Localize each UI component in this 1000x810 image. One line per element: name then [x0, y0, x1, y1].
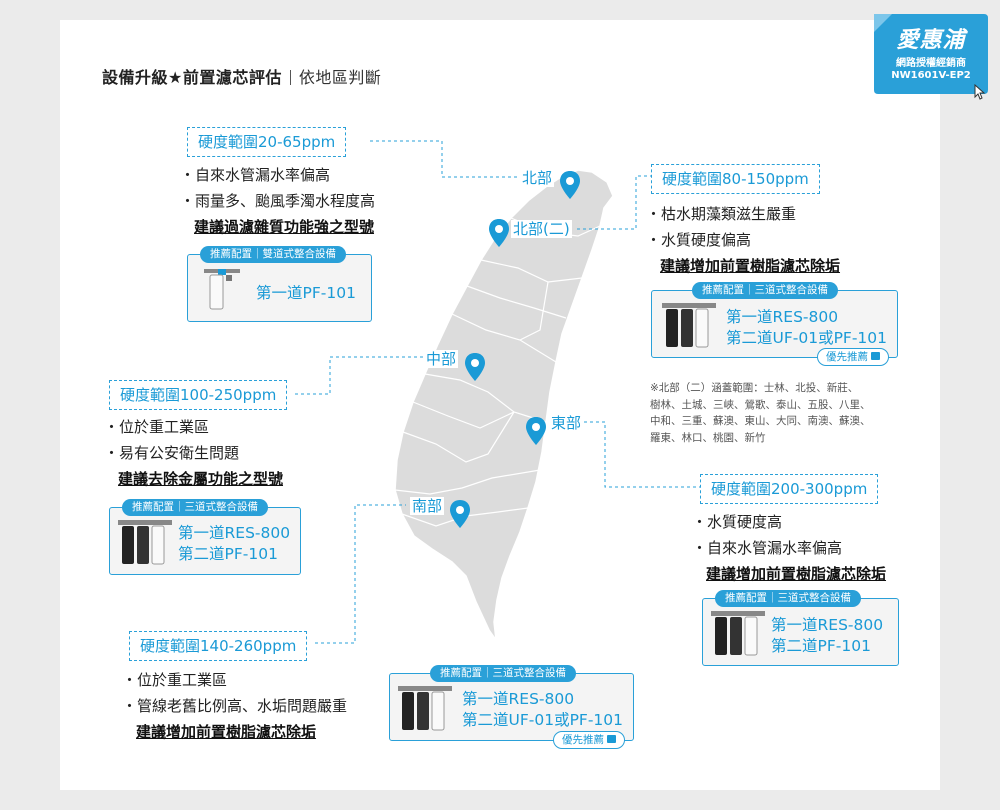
- north2-product-card[interactable]: 推薦配置｜三道式整合設備 第一道RES-800 第二道UF-01或PF-101 …: [651, 282, 898, 366]
- east-product-line-2: 第二道PF-101: [771, 637, 871, 655]
- note-line-1: ※北部（二）涵蓋範圍：士林、北投、新莊、: [650, 382, 859, 394]
- region-label-east: 東部: [549, 414, 584, 432]
- badge-shape: [874, 14, 988, 94]
- central-product-line-1: 第一道RES-800: [178, 524, 291, 542]
- south-hardness-box: 硬度範圍140-260ppm: [129, 631, 308, 661]
- pin-south-icon: [450, 500, 470, 528]
- north2-product-line-1: 第一道RES-800: [726, 308, 839, 326]
- pin-north2-icon: [489, 219, 509, 247]
- north2-product-tag: 推薦配置｜三道式整合設備: [692, 282, 838, 299]
- note-line-2: 樹林、土城、三峽、鶯歌、泰山、五股、八里、: [650, 398, 871, 411]
- north2-coverage-note: ※北部（二）涵蓋範圍：士林、北投、新莊、 樹林、土城、三峽、鶯歌、泰山、五股、八…: [650, 380, 890, 446]
- filter-unit-icon: [204, 269, 240, 310]
- central-product-tag: 推薦配置｜三道式整合設備: [122, 499, 268, 516]
- pin-east-icon: [526, 417, 546, 445]
- north-product-card[interactable]: 推薦配置｜雙道式整合設備 第一道PF-101: [187, 246, 372, 322]
- north-bullet-1: 自來水管漏水率偏高: [180, 162, 375, 188]
- north-product-line-1: 第一道PF-101: [256, 284, 356, 302]
- page-title: 設備升級★前置濾芯評估依地區判斷: [102, 64, 381, 88]
- north2-bullets: 枯水期藻類滋生嚴重 水質硬度偏高 建議增加前置樹脂濾芯除垢: [646, 201, 840, 279]
- filter-unit-icon: [711, 611, 765, 656]
- title-main: 設備升級★前置濾芯評估: [102, 68, 282, 87]
- south-bullet-1: 位於重工業區: [122, 667, 347, 693]
- note-line-3: 中和、三重、蘇澳、東山、大同、南澳、蘇澳、: [650, 415, 871, 427]
- north2-preferred-label: 優先推薦: [826, 351, 868, 363]
- north2-recommendation: 建議增加前置樹脂濾芯除垢: [660, 257, 841, 275]
- north2-bullet-1: 枯水期藻類滋生嚴重: [646, 201, 840, 227]
- region-label-central: 中部: [424, 350, 459, 368]
- central-bullets: 位於重工業區 易有公安衛生問題 建議去除金屬功能之型號: [104, 414, 283, 492]
- note-line-4: 羅東、林口、桃園、新竹: [650, 431, 766, 444]
- region-pins: [450, 171, 580, 528]
- thumbs-up-icon: [607, 735, 616, 743]
- south-bullets: 位於重工業區 管線老舊比例高、水垢問題嚴重 建議增加前置樹脂濾芯除垢: [122, 667, 347, 745]
- east-bullet-1: 水質硬度高: [692, 509, 886, 535]
- east-hardness-box: 硬度範圍200-300ppm: [700, 474, 879, 504]
- north-hardness-box: 硬度範圍20-65ppm: [187, 127, 347, 157]
- connectors: [295, 140, 700, 644]
- central-product-line-2: 第二道PF-101: [178, 545, 278, 563]
- north2-hardness-box: 硬度範圍80-150ppm: [651, 164, 820, 194]
- north-bullets: 自來水管漏水率偏高 雨量多、颱風季濁水程度高 建議過濾雜質功能強之型號: [180, 162, 375, 240]
- county-boundaries: [394, 217, 601, 527]
- south-product-line-1: 第一道RES-800: [462, 690, 575, 708]
- thumbs-up-icon: [871, 352, 880, 360]
- north2-product-line-2: 第二道UF-01或PF-101: [726, 329, 888, 347]
- north-product-tag: 推薦配置｜雙道式整合設備: [200, 246, 346, 263]
- filter-unit-icon: [118, 520, 172, 565]
- central-recommendation: 建議去除金屬功能之型號: [118, 470, 284, 488]
- title-sub: 依地區判斷: [298, 68, 382, 87]
- south-preferred-badge: 優先推薦: [553, 731, 625, 749]
- pin-north-icon: [560, 171, 580, 199]
- south-recommendation: 建議增加前置樹脂濾芯除垢: [136, 723, 317, 741]
- dealer-badge[interactable]: 愛惠浦 網路授權經銷商 NW1601V-EP2: [874, 14, 988, 94]
- south-product-line-2: 第二道UF-01或PF-101: [462, 711, 624, 729]
- central-hardness-box: 硬度範圍100-250ppm: [109, 380, 288, 410]
- badge-line-2: NW1601V-EP2: [891, 70, 971, 81]
- mouse-cursor-icon: [974, 84, 986, 100]
- south-bullet-2: 管線老舊比例高、水垢問題嚴重: [122, 693, 347, 719]
- central-product-card[interactable]: 推薦配置｜三道式整合設備 第一道RES-800 第二道PF-101: [109, 499, 301, 575]
- badge-line-1: 網路授權經銷商: [896, 58, 966, 69]
- filter-unit-icon: [662, 303, 716, 348]
- east-bullets: 水質硬度高 自來水管漏水率偏高 建議增加前置樹脂濾芯除垢: [692, 509, 886, 587]
- north2-bullet-2: 水質硬度偏高: [646, 227, 840, 253]
- south-product-card[interactable]: 推薦配置｜三道式整合設備 第一道RES-800 第二道UF-01或PF-101 …: [389, 665, 634, 749]
- region-label-north: 北部: [520, 169, 555, 187]
- north-recommendation: 建議過濾雜質功能強之型號: [194, 218, 375, 236]
- south-product-tag: 推薦配置｜三道式整合設備: [430, 665, 576, 682]
- south-preferred-label: 優先推薦: [562, 734, 604, 746]
- region-label-north2: 北部(二): [511, 220, 572, 238]
- badge-logo: 愛惠浦: [896, 28, 966, 53]
- east-product-card[interactable]: 推薦配置｜三道式整合設備 第一道RES-800 第二道PF-101: [702, 590, 899, 666]
- east-recommendation: 建議增加前置樹脂濾芯除垢: [706, 565, 887, 583]
- north2-preferred-badge: 優先推薦: [817, 348, 889, 366]
- region-label-south: 南部: [410, 497, 445, 515]
- filter-unit-icon: [398, 686, 452, 731]
- east-bullet-2: 自來水管漏水率偏高: [692, 535, 886, 561]
- central-bullet-2: 易有公安衛生問題: [104, 440, 283, 466]
- north-bullet-2: 雨量多、颱風季濁水程度高: [180, 188, 375, 214]
- central-bullet-1: 位於重工業區: [104, 414, 283, 440]
- east-product-tag: 推薦配置｜三道式整合設備: [715, 590, 861, 607]
- pin-central-icon: [465, 353, 485, 381]
- east-product-line-1: 第一道RES-800: [771, 616, 884, 634]
